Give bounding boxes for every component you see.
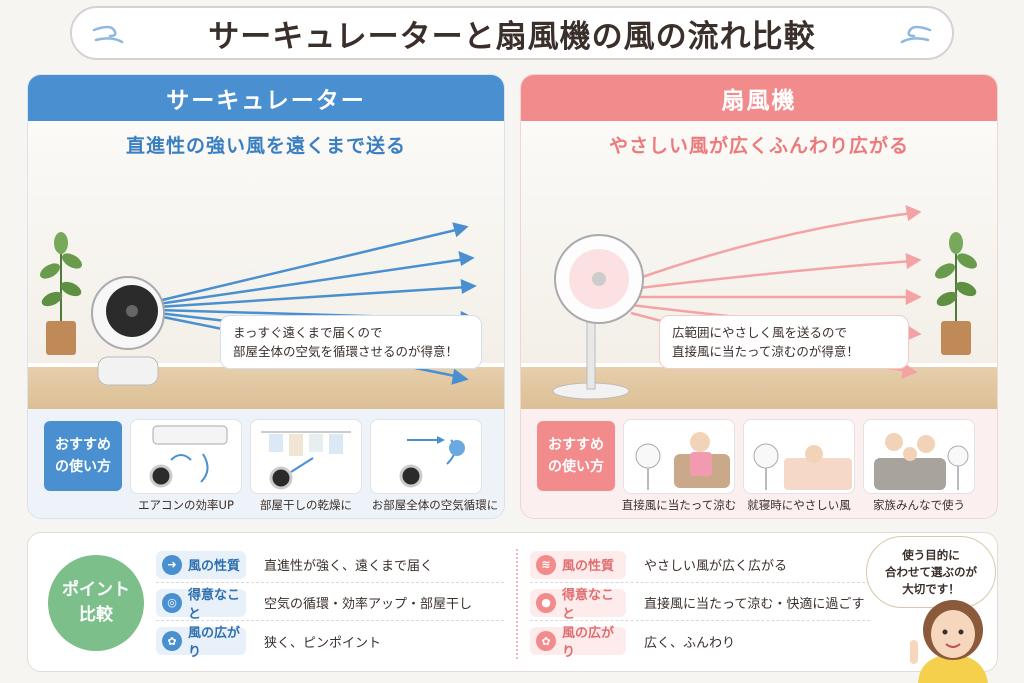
circulation-icon — [399, 436, 465, 488]
laundry-card — [250, 419, 362, 494]
sleeping-icon — [753, 443, 852, 490]
fan-icon: ✿ — [162, 631, 182, 651]
circulator-recommend: おすすめの使い方 — [28, 409, 504, 518]
circulator-icon — [91, 276, 165, 386]
aircon-card — [130, 419, 242, 494]
advice-bubble: 使う目的に合わせて選ぶのが大切です！ — [866, 536, 996, 608]
family-card — [863, 419, 975, 494]
wind-icon — [900, 25, 932, 44]
arrow-icon: ➜ — [162, 554, 182, 575]
recommend-label: おすすめの使い方 — [537, 421, 615, 491]
circulator-row: ✿風の広がり 狭く、ピンポイント — [156, 623, 504, 660]
fan-row: ●得意なこと 直接風に当たって涼む・快適に過ごす — [530, 585, 870, 622]
fan-room-scene: やさしい風が広くふんわり広がる — [521, 121, 997, 409]
page-title: サーキュレーターと扇風機の風の流れ比較 — [208, 18, 816, 55]
circulator-row: ➜風の性質 直進性が強く、遠くまで届く — [156, 547, 504, 583]
fan-row: ≋風の性質 やさしい風が広く広がる — [530, 547, 870, 583]
recommend-label: おすすめの使い方 — [44, 421, 122, 491]
circulator-subtitle: 直進性の強い風を遠くまで送る — [125, 135, 406, 157]
advisor-character-icon — [910, 600, 988, 683]
family-icon — [874, 433, 969, 490]
wind-icon — [92, 25, 124, 44]
fan-heading: 扇風機 — [521, 75, 997, 121]
fan-icon: ✿ — [536, 631, 556, 651]
fan-subtitle: やさしい風が広くふんわり広がる — [608, 135, 909, 157]
person-icon: ● — [536, 592, 556, 613]
circulator-bubble: まっすぐ遠くまで届くので 部屋全体の空気を循環させるのが得意！ — [220, 315, 482, 369]
air-circulation-card — [370, 419, 482, 494]
point-label: ポイント比較 — [48, 555, 144, 651]
target-icon: ◎ — [162, 592, 182, 613]
fan-icon — [552, 234, 644, 400]
cool-off-card — [623, 419, 735, 494]
wave-icon: ≋ — [536, 554, 556, 575]
divider — [516, 549, 518, 659]
use-caption: 就寝時にやさしい風 — [747, 498, 851, 512]
aircon-icon — [149, 425, 228, 488]
use-caption: 家族みんなで使う — [873, 498, 965, 512]
title-bar: サーキュレーターと扇風機の風の流れ比較 — [70, 6, 954, 60]
fan-row: ✿風の広がり 広く、ふんわり — [530, 623, 870, 660]
circulator-room-scene: 直進性の強い風を遠くまで送る — [28, 121, 504, 409]
point-comparison: ポイント比較 ➜風の性質 直進性が強く、遠くまで届く ◎得意なこと 空気の循環・… — [27, 532, 998, 672]
sleep-card — [743, 419, 855, 494]
circulator-row: ◎得意なこと 空気の循環・効率アップ・部屋干し — [156, 585, 504, 622]
fan-bubble: 広範囲にやさしく風を送るので 直接風に当たって涼むのが得意！ — [659, 315, 909, 369]
circulator-panel: サーキュレーター 直進性の強い風を遠くまで送る — [27, 74, 505, 519]
circulator-heading: サーキュレーター — [28, 75, 504, 121]
use-caption: 部屋干しの乾燥に — [260, 498, 352, 512]
plant-icon — [40, 232, 82, 355]
use-caption: エアコンの効率UP — [138, 498, 234, 512]
fan-panel: 扇風機 やさしい風が広くふんわり広がる — [520, 74, 998, 519]
person-reading-icon — [635, 432, 730, 490]
fan-recommend: おすすめの使い方 — [521, 409, 997, 518]
laundry-icon — [261, 431, 351, 490]
use-caption: お部屋全体の空気循環に — [371, 498, 499, 512]
use-caption: 直接風に当たって涼む — [621, 498, 737, 512]
plant-icon — [935, 232, 977, 355]
